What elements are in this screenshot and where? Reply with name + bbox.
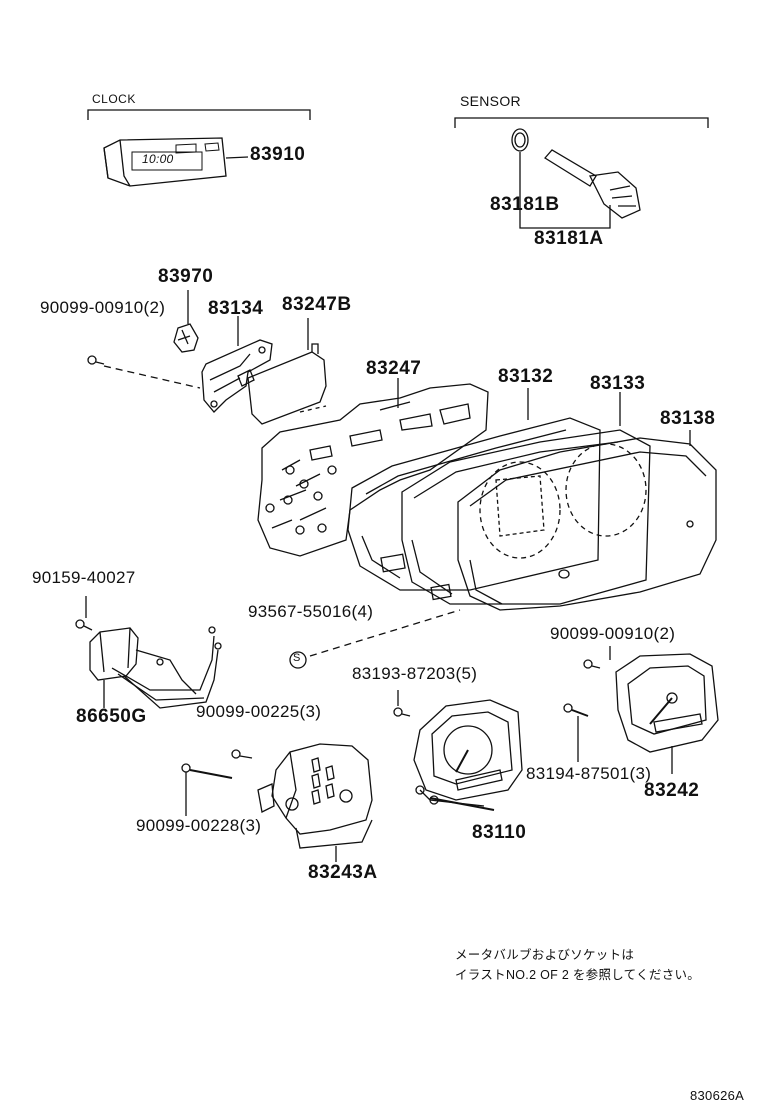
label-83181B[interactable]: 83181B — [490, 194, 560, 215]
screw-83194-87501 — [563, 703, 589, 762]
clock-group-bracket — [87, 109, 311, 120]
label-83910[interactable]: 83910 — [250, 144, 306, 165]
label-90099-00225-3[interactable]: 90099-00225(3) — [196, 702, 322, 721]
tachometer-83242 — [615, 653, 719, 774]
clock-group-label: CLOCK — [92, 92, 136, 106]
clock-unit-83910 — [103, 137, 249, 187]
label-93567-55016-4[interactable]: 93567-55016(4) — [248, 602, 374, 621]
note-line-2: イラストNO.2 OF 2 を参照してください。 — [455, 968, 701, 982]
label-83132[interactable]: 83132 — [498, 366, 554, 387]
label-86650G[interactable]: 86650G — [76, 706, 147, 727]
clock-display-text: 10:00 — [142, 152, 174, 166]
label-83110[interactable]: 83110 — [472, 822, 527, 843]
screw-90099-00228 — [181, 763, 233, 816]
label-83134[interactable]: 83134 — [208, 298, 264, 319]
label-83970[interactable]: 83970 — [158, 266, 214, 287]
housing-83132 — [347, 417, 601, 591]
sensor-group-bracket — [454, 117, 709, 128]
sensor-assembly — [511, 128, 641, 229]
cover-83247B — [247, 343, 327, 425]
symbol-s: S — [293, 652, 301, 664]
mask-83133 — [401, 429, 651, 605]
screw-93567-55016 — [289, 609, 461, 669]
screw-90099-00910-left — [87, 355, 105, 365]
bracket-83134 — [201, 339, 273, 413]
screw-90099-00225 — [231, 749, 253, 759]
screw-83193-87203 — [393, 690, 411, 717]
leader-dashed-1 — [103, 365, 201, 389]
label-83242[interactable]: 83242 — [644, 780, 700, 801]
label-83247[interactable]: 83247 — [366, 358, 422, 379]
glass-83138 — [457, 437, 717, 611]
label-83133[interactable]: 83133 — [590, 373, 646, 394]
label-83181A[interactable]: 83181A — [534, 228, 604, 249]
label-83193-87203-5[interactable]: 83193-87203(5) — [352, 664, 478, 683]
label-83138[interactable]: 83138 — [660, 408, 716, 429]
speedometer-83110 — [413, 699, 523, 811]
bulb-83970 — [173, 323, 199, 353]
label-83243A[interactable]: 83243A — [308, 862, 378, 883]
relay-86650G — [89, 626, 222, 709]
diagram-code: 830626A — [690, 1088, 745, 1103]
label-83247B[interactable]: 83247B — [282, 294, 352, 315]
label-90099-00910-2-top[interactable]: 90099-00910(2) — [40, 298, 166, 317]
circuit-plate-83247 — [257, 383, 489, 557]
label-90159-40027[interactable]: 90159-40027 — [32, 568, 136, 587]
label-90099-00228-3[interactable]: 90099-00228(3) — [136, 816, 262, 835]
screw-90099-00910-right — [583, 646, 611, 669]
screw-90159-40027 — [75, 596, 93, 631]
label-90099-00910-2-right[interactable]: 90099-00910(2) — [550, 624, 676, 643]
sensor-group-label: SENSOR — [460, 93, 521, 109]
note-line-1: メータバルブおよびソケットは — [455, 948, 635, 962]
label-83194-87501-3[interactable]: 83194-87501(3) — [526, 764, 652, 783]
gauge-83243A — [257, 743, 373, 862]
